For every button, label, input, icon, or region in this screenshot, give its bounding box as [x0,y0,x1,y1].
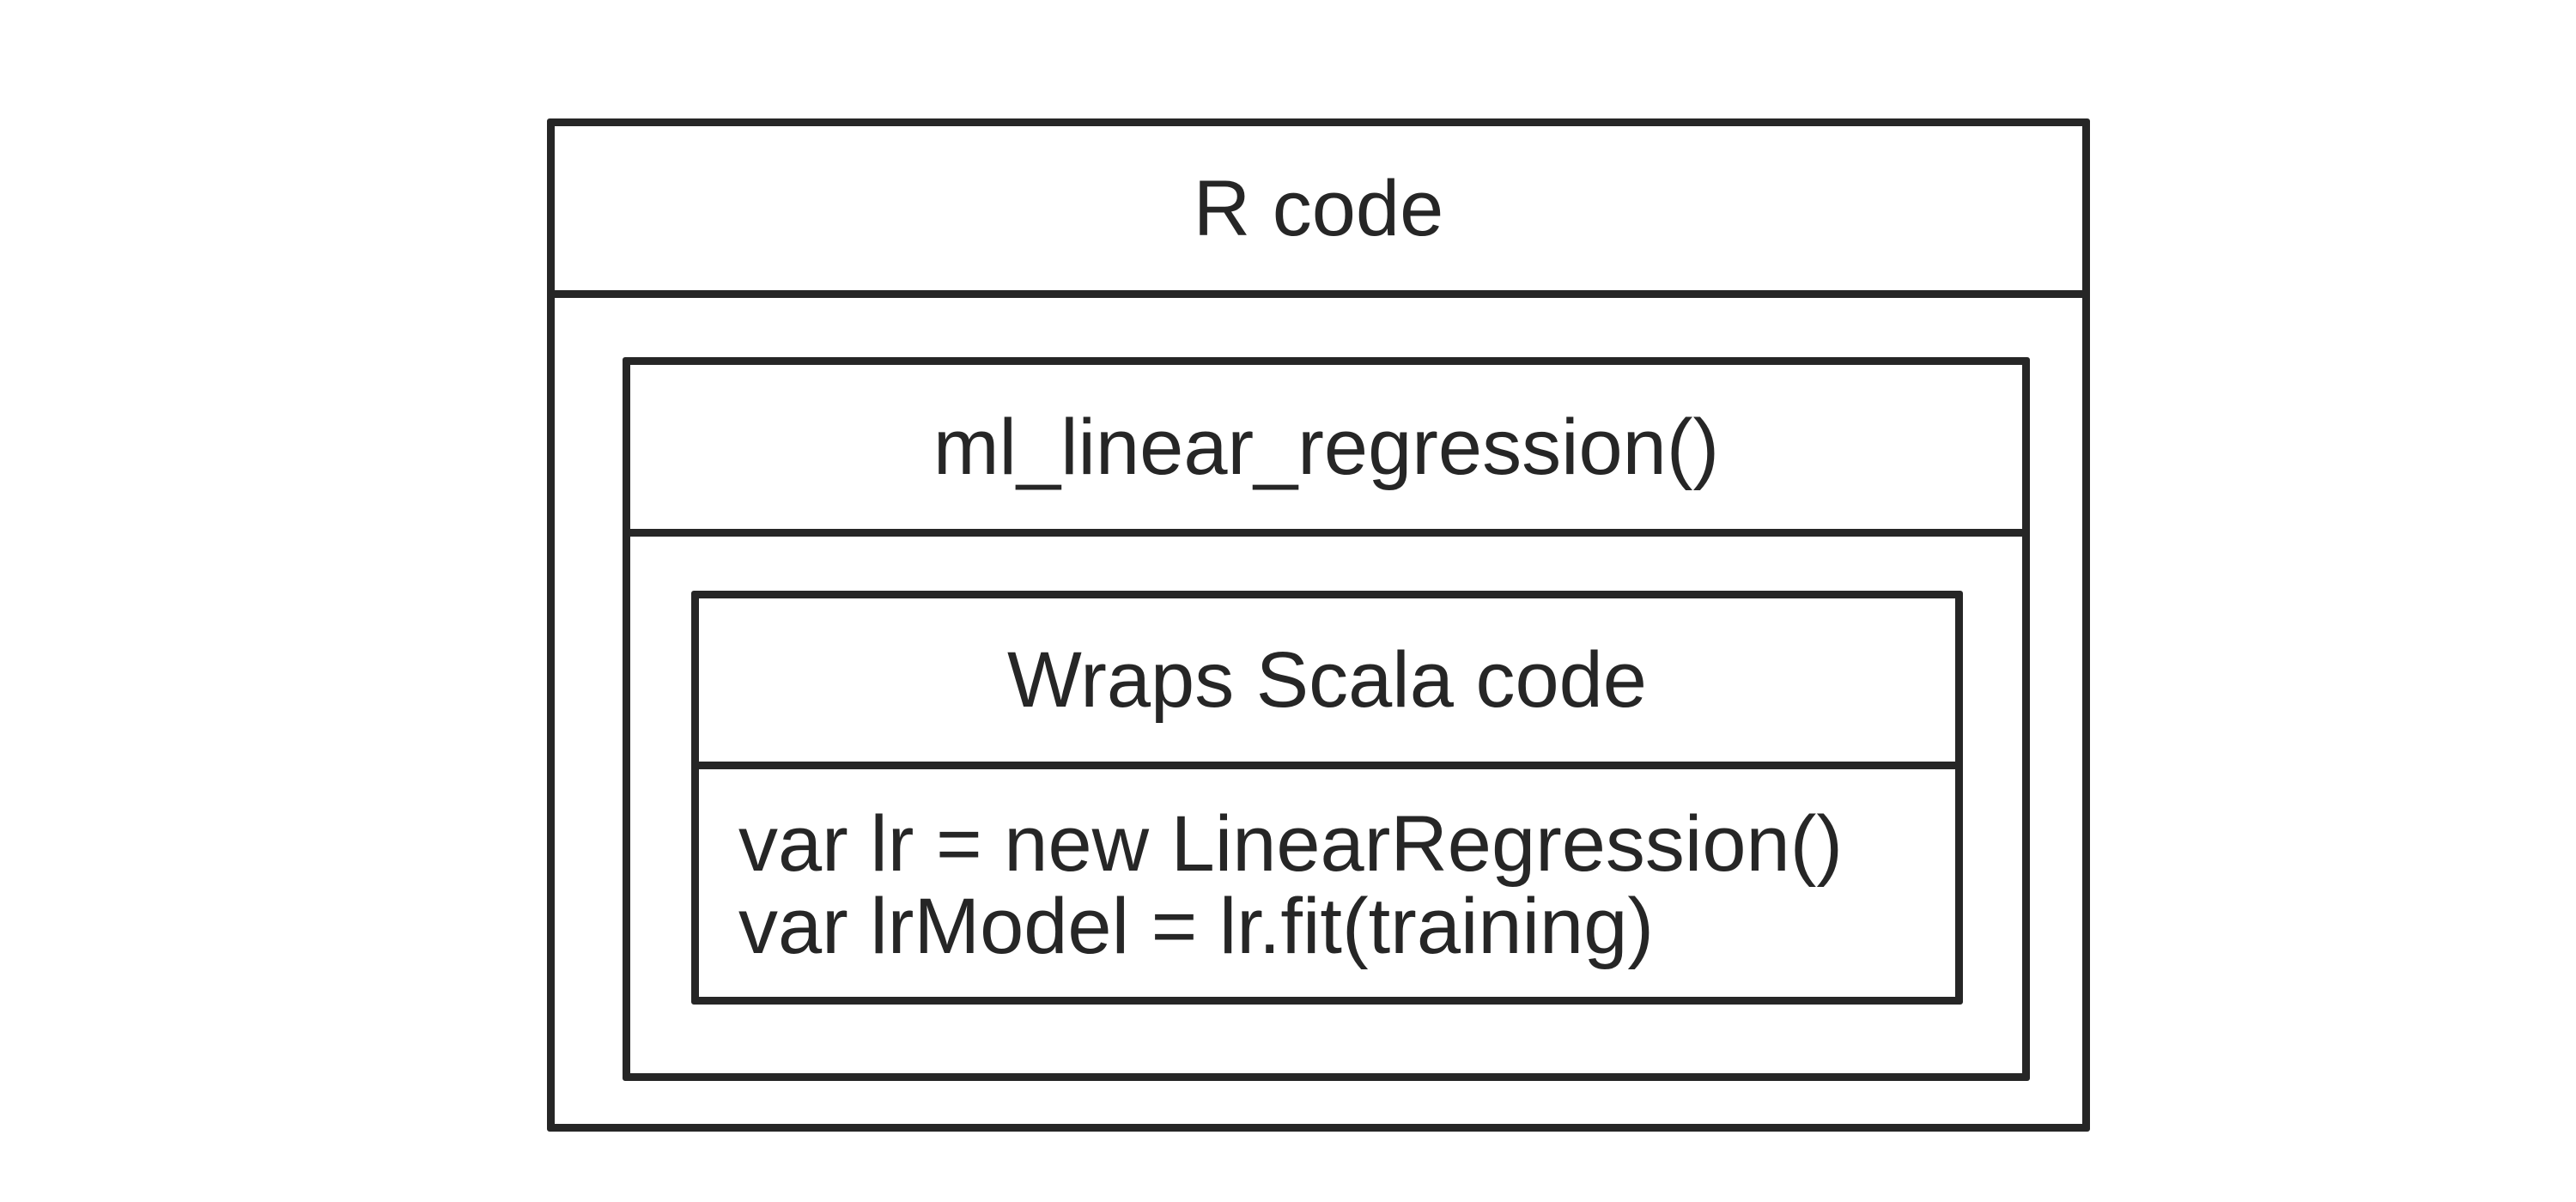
r-code-title: R code [1193,164,1444,252]
r-code-box: R code ml_linear_regression() Wraps Scal… [547,118,2090,1132]
scala-code-body: var lr = new LinearRegression() var lrMo… [738,803,1843,968]
scala-code-header: Wraps Scala code [699,598,1955,769]
r-code-header: R code [555,126,2082,298]
scala-code-box: Wraps Scala code var lr = new LinearRegr… [691,591,1963,1005]
ml-linear-regression-header: ml_linear_regression() [630,365,2022,537]
code-line-2: var lrModel = lr.fit(training) [738,883,1654,970]
ml-linear-regression-title: ml_linear_regression() [933,403,1720,491]
ml-linear-regression-box: ml_linear_regression() Wraps Scala code … [623,357,2030,1081]
code-line-1: var lr = new LinearRegression() [738,800,1843,888]
scala-code-title: Wraps Scala code [1007,636,1647,724]
